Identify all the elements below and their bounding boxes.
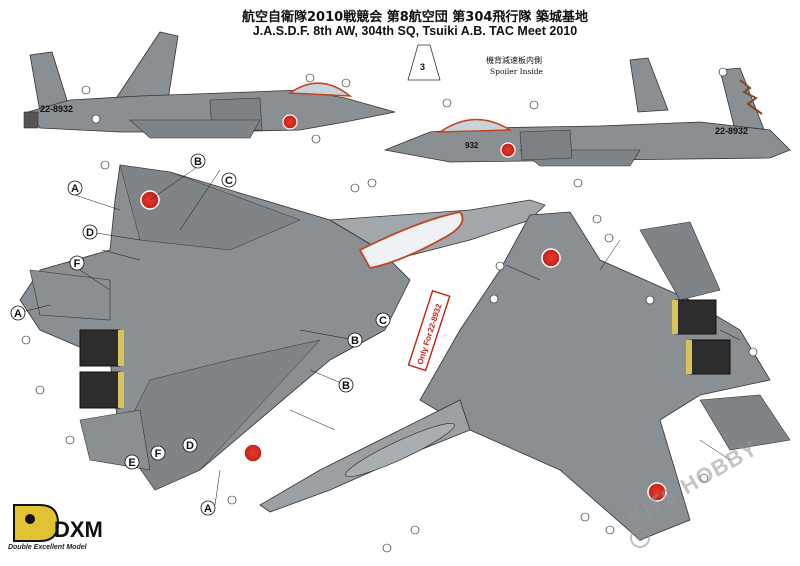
hinomaru-roundel xyxy=(541,248,561,268)
svg-text:D: D xyxy=(186,440,194,452)
svg-text:B: B xyxy=(342,380,350,392)
svg-text:B: B xyxy=(194,156,202,168)
dxm-logo: DXM xyxy=(13,504,103,542)
svg-text:B: B xyxy=(351,335,359,347)
decal-number-markers xyxy=(21,67,758,553)
svg-text:3: 3 xyxy=(420,62,425,72)
svg-text:D: D xyxy=(86,227,94,239)
spoiler-inset-label-japanese: 機背減速板内側 xyxy=(486,56,542,65)
callout-letter: A xyxy=(67,180,83,196)
svg-text:F: F xyxy=(155,448,162,460)
callout-letter: A xyxy=(200,500,216,516)
svg-text:A: A xyxy=(204,503,212,515)
callout-letter: A xyxy=(10,305,26,321)
callout-letter: F xyxy=(69,255,85,271)
callout-letter: B xyxy=(347,332,363,348)
hinomaru-roundel xyxy=(282,114,298,130)
svg-text:C: C xyxy=(379,315,387,327)
sheet-title-english: J.A.S.D.F. 8th AW, 304th SQ, Tsuiki A.B.… xyxy=(252,24,578,38)
sheet-title-japanese: 航空自衛隊2010戦競会 第8航空団 第304飛行隊 築城基地 xyxy=(242,10,588,25)
bottom-view xyxy=(259,211,791,541)
tail-serial: 22-8932 xyxy=(715,126,748,136)
tail-serial: 22-8932 xyxy=(40,104,73,114)
hinomaru-roundel xyxy=(647,482,667,502)
svg-text:F: F xyxy=(74,258,81,270)
copyright-icon: © xyxy=(630,528,650,548)
svg-text:A: A xyxy=(14,308,22,320)
svg-text:A: A xyxy=(71,183,79,195)
callout-letter: E xyxy=(124,454,140,470)
callout-letter: B xyxy=(190,153,206,169)
svg-text:E: E xyxy=(128,457,135,469)
brand-subtitle: Double Excellent Model xyxy=(8,544,87,551)
svg-text:C: C xyxy=(225,175,233,187)
callout-letter: C xyxy=(221,172,237,188)
callout-letter: F xyxy=(150,445,166,461)
callout-letter: D xyxy=(82,224,98,240)
nose-number: 932 xyxy=(465,141,479,150)
spoiler-inset-label-english: Spoiler Inside xyxy=(490,67,543,76)
engine-nozzles xyxy=(79,329,124,409)
left-side-profile: 22-8932 xyxy=(23,31,396,139)
callout-letter: B xyxy=(338,377,354,393)
callout-letters: A B C D F A B C B D F E A xyxy=(10,153,391,516)
callout-letter: D xyxy=(182,437,198,453)
engine-nozzles xyxy=(672,299,731,375)
svg-text:DXM: DXM xyxy=(54,517,103,542)
only-for-badge: Only For 22-8932 xyxy=(407,289,451,372)
right-side-profile: 3 932 22-8932 xyxy=(383,44,791,167)
hinomaru-roundel xyxy=(243,443,263,463)
hinomaru-roundel xyxy=(500,142,516,158)
callout-letter: C xyxy=(375,312,391,328)
